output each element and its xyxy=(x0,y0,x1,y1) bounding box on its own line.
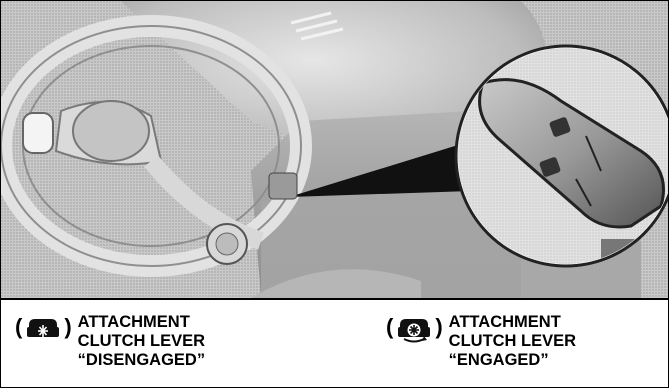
caption-disengaged: ( ) ATTACHMENT CLUTCH LEVER “DISENGAGED” xyxy=(15,313,205,370)
caption-disengaged-text: ATTACHMENT CLUTCH LEVER “DISENGAGED” xyxy=(78,313,205,370)
paren-open: ( xyxy=(15,313,22,341)
paren-open: ( xyxy=(386,313,393,341)
caption-engaged: ( ) ATTACHMENT CLUTCH LEVER “ENGAGED” xyxy=(386,313,576,370)
caption-line-2: CLUTCH LEVER xyxy=(78,332,205,351)
caption-line-1: ATTACHMENT xyxy=(449,313,576,332)
paren-close: ) xyxy=(435,313,442,341)
tractor-dashboard-illustration xyxy=(1,1,668,298)
attachment-clutch-engaged-icon xyxy=(394,313,434,343)
caption-engaged-text: ATTACHMENT CLUTCH LEVER “ENGAGED” xyxy=(449,313,576,370)
caption-divider xyxy=(1,298,668,300)
caption-line-1: ATTACHMENT xyxy=(78,313,205,332)
attachment-clutch-disengaged-icon xyxy=(23,313,63,343)
caption-line-3: “DISENGAGED” xyxy=(78,351,205,370)
caption-line-2: CLUTCH LEVER xyxy=(449,332,576,351)
caption-line-3: “ENGAGED” xyxy=(449,351,576,370)
paren-close: ) xyxy=(64,313,71,341)
tractor-illustration xyxy=(1,1,668,298)
